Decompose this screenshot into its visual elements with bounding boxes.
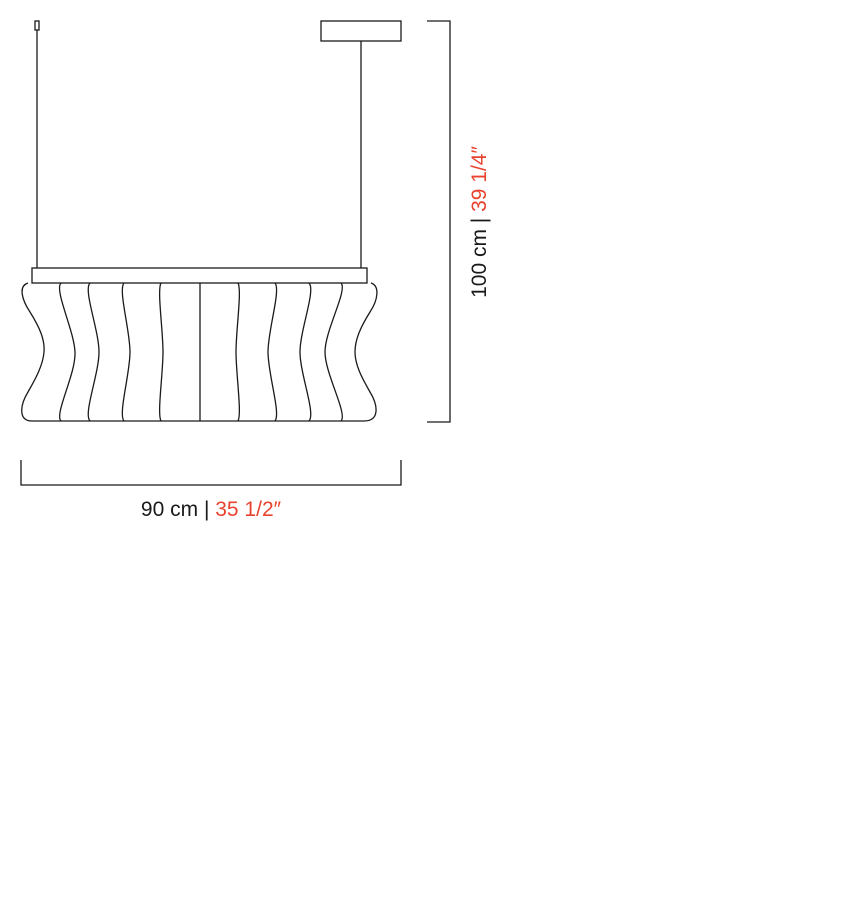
- height-label: 100 cm | 39 1/4″: [468, 146, 491, 298]
- small-anchor-box: [34, 20, 40, 31]
- width-label: 90 cm | 35 1/2″: [141, 498, 282, 521]
- lamp-shade: [21, 282, 378, 422]
- ceiling-canopy: [320, 20, 402, 42]
- height-dimension-line: [427, 20, 451, 423]
- lamp-frame-bar: [31, 267, 368, 284]
- width-dimension-line: [20, 460, 402, 486]
